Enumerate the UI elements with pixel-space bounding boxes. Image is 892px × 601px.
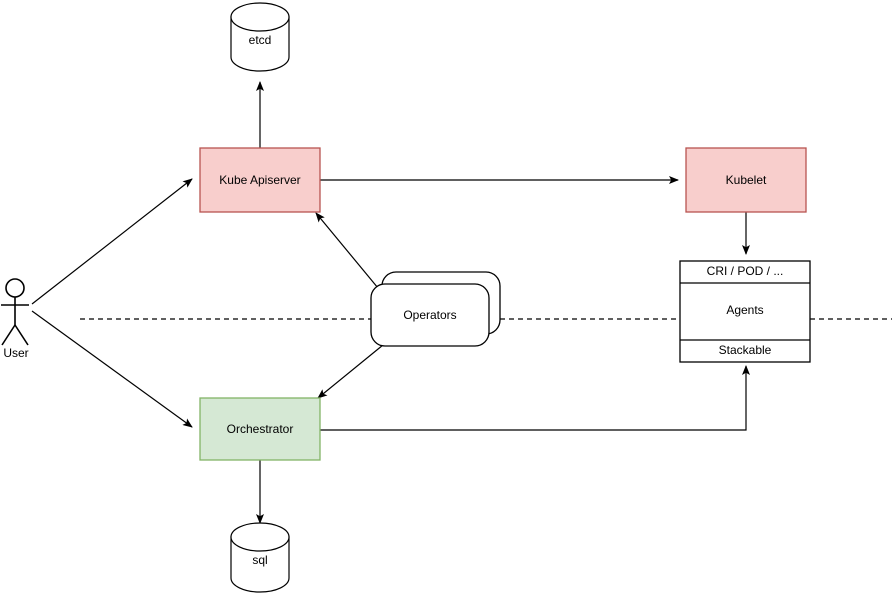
edge-operators-to-kube-apiserver <box>315 212 379 289</box>
node-sql[interactable]: sql <box>230 522 290 593</box>
node-kube-apiserver-label: Kube Apiserver <box>219 173 300 187</box>
edge-orchestrator-to-stackable <box>320 365 750 431</box>
node-sql-label: sql <box>252 553 267 567</box>
node-cri-pod-label: CRI / POD / ... <box>707 264 784 278</box>
node-kube-apiserver[interactable]: Kube Apiserver <box>199 147 321 213</box>
node-operators-label: Operators <box>403 308 456 322</box>
node-operators[interactable]: Operators <box>370 271 501 347</box>
node-agents-label: Agents <box>726 303 763 317</box>
actor-user-label: User <box>3 346 28 360</box>
edge-user-to-kube-apiserver <box>31 178 193 305</box>
stick-figure-actor-icon <box>1 278 29 346</box>
node-kubelet[interactable]: Kubelet <box>685 147 807 213</box>
node-kubelet-label: Kubelet <box>726 173 767 187</box>
node-agents-stack[interactable]: CRI / POD / ... Agents Stackable <box>679 260 811 363</box>
edge-operators-to-orchestrator <box>317 344 384 399</box>
node-stackable-label: Stackable <box>719 343 772 357</box>
edge-user-to-orchestrator <box>31 310 193 428</box>
node-etcd[interactable]: etcd <box>230 2 290 72</box>
node-orchestrator[interactable]: Orchestrator <box>199 397 321 461</box>
node-orchestrator-label: Orchestrator <box>227 422 294 436</box>
actor-user[interactable]: User <box>1 278 29 360</box>
node-etcd-label: etcd <box>249 33 272 47</box>
